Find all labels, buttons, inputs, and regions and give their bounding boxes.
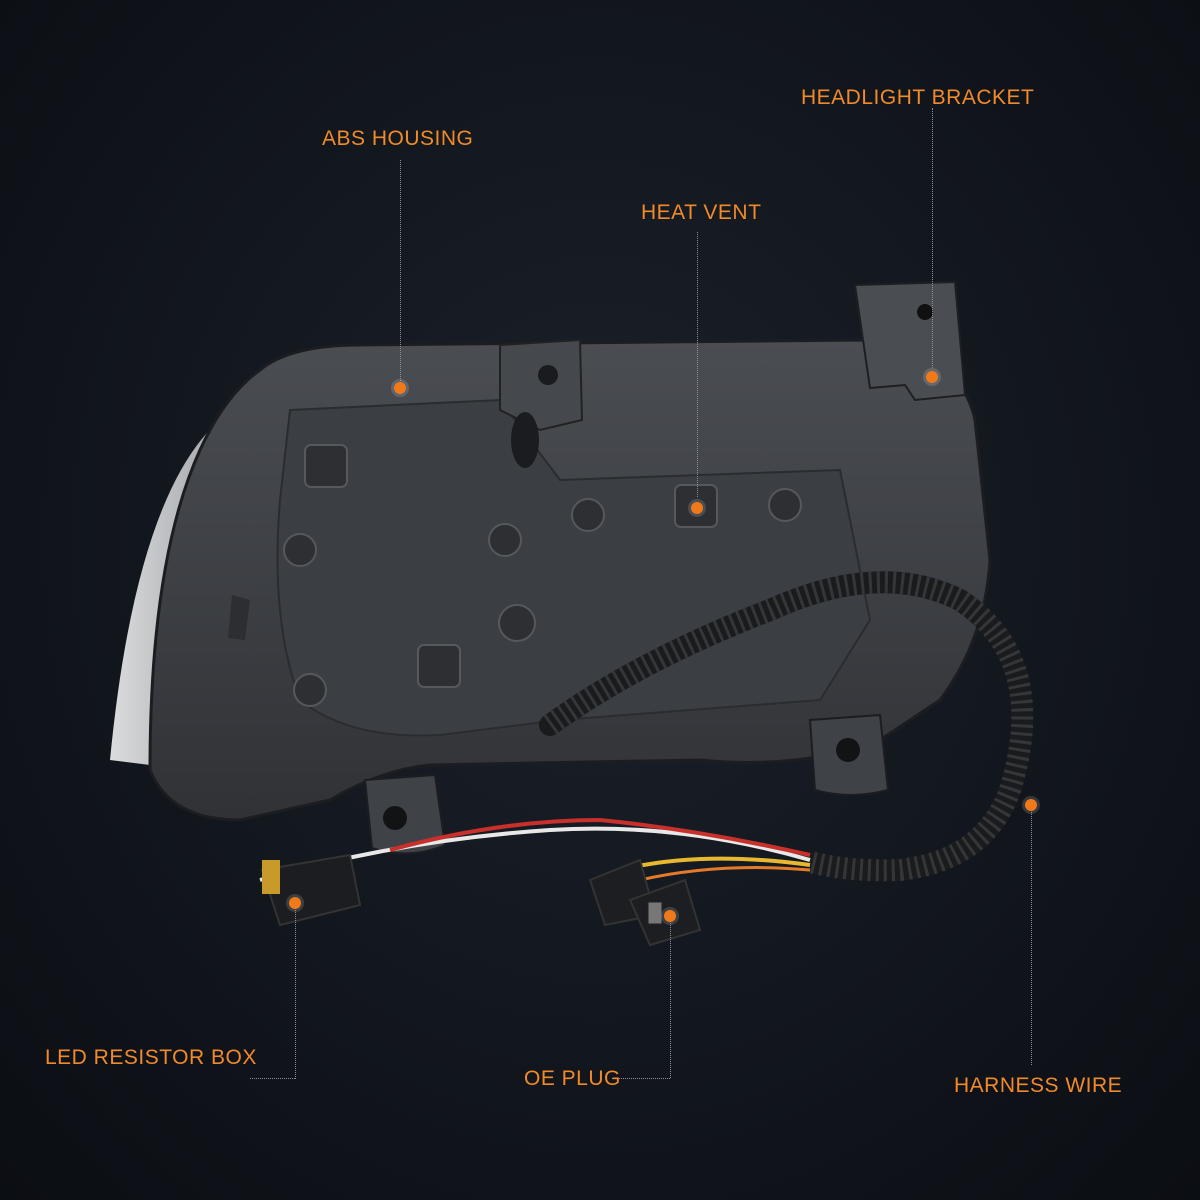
label-heat-vent: HEAT VENT (641, 201, 762, 224)
leader-led-resistor-v (295, 903, 296, 1079)
label-abs-housing: ABS HOUSING (322, 127, 474, 150)
leader-heat-vent (697, 232, 698, 497)
marker-oe-plug (664, 910, 676, 922)
leader-led-resistor-h (250, 1078, 295, 1079)
leader-oe-plug-v (670, 916, 671, 1078)
top-mount (499, 338, 584, 432)
marker-heat-vent (691, 502, 703, 514)
marker-led-resistor-box (289, 897, 301, 909)
label-led-resistor-box: LED RESISTOR BOX (45, 1046, 257, 1069)
label-headlight-bracket: HEADLIGHT BRACKET (801, 86, 1035, 109)
marker-abs-housing (394, 382, 406, 394)
bracket (853, 280, 967, 402)
label-oe-plug: OE PLUG (524, 1067, 621, 1090)
marker-headlight-bracket (926, 371, 938, 383)
clear-lens (110, 400, 260, 765)
leader-oe-plug-h (612, 1078, 670, 1079)
marker-harness-wire (1025, 799, 1037, 811)
leader-harness-wire (1031, 805, 1032, 1065)
label-harness-wire: HARNESS WIRE (954, 1074, 1123, 1097)
leader-headlight-bracket (932, 108, 933, 368)
resistor-box (260, 853, 362, 927)
leader-abs-housing (400, 160, 401, 385)
